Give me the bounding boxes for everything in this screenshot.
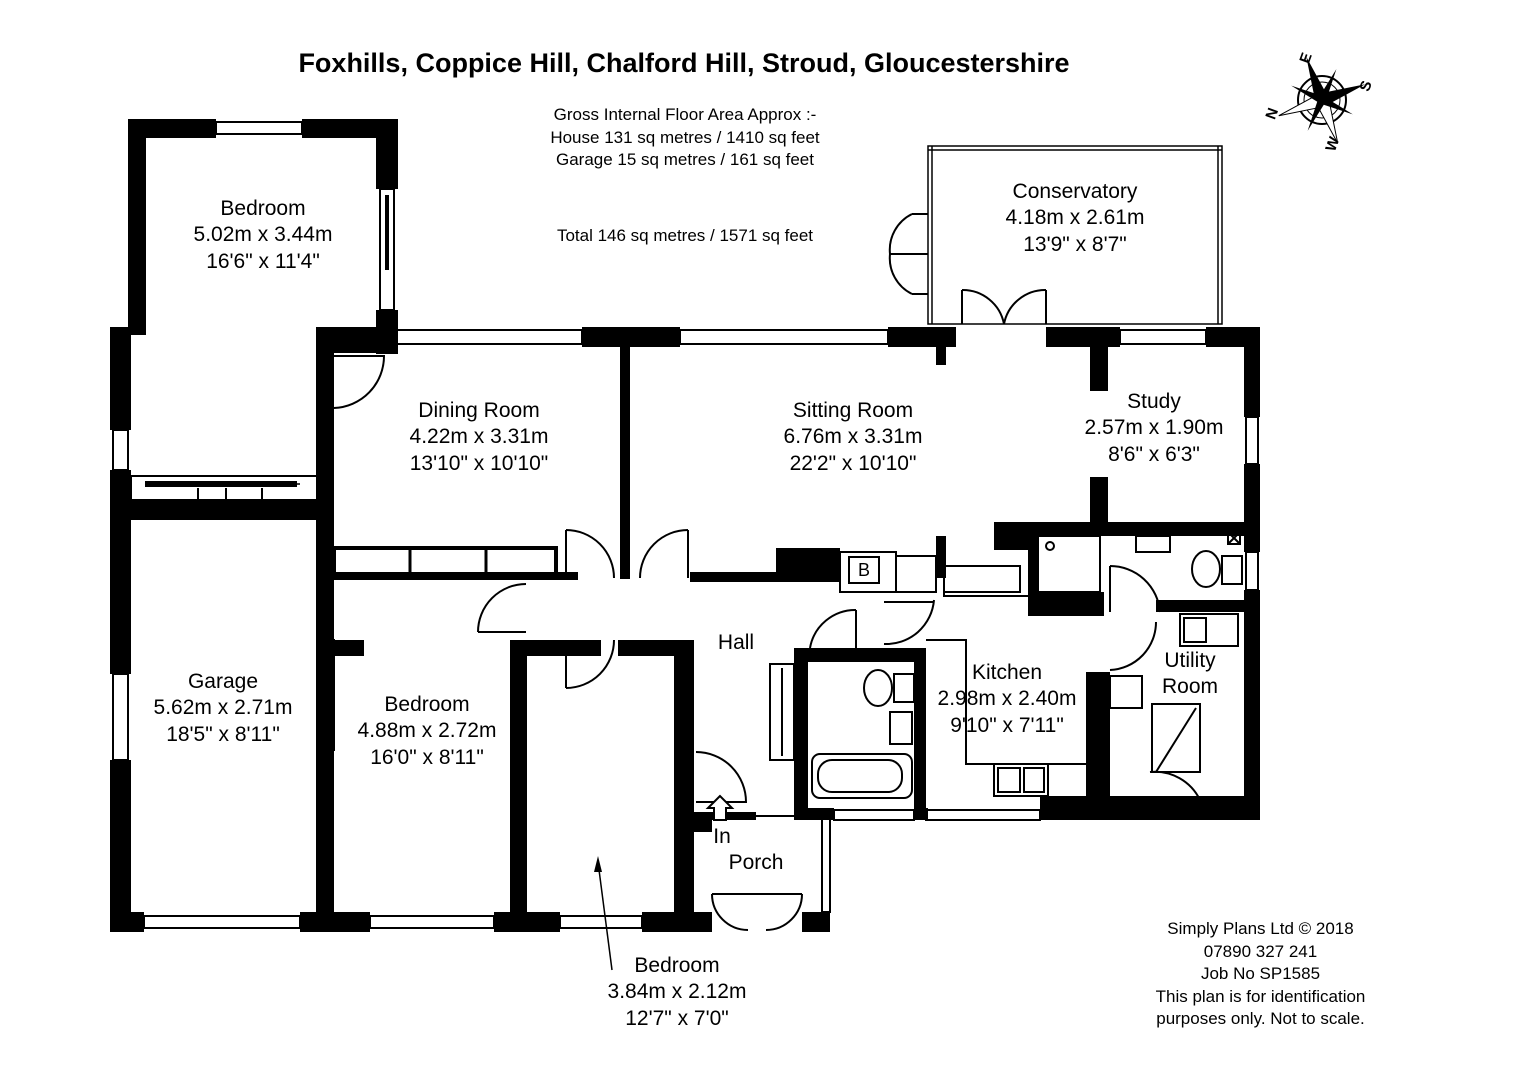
room-label-dining-room: Dining Room 4.22m x 3.31m 13'10" x 10'10… [409, 399, 549, 475]
compass-w: W [1322, 134, 1343, 154]
credits-phone: 07890 327 241 [1203, 941, 1318, 961]
credits-block: Simply Plans Ltd © 2018 07890 327 241 Jo… [1128, 918, 1393, 1031]
room-label-bedroom-s: Bedroom 3.84m x 2.12m 12'7" x 7'0" [607, 954, 747, 1030]
compass-rose [1278, 56, 1366, 144]
credits-company: Simply Plans Ltd © 2018 [1167, 919, 1354, 938]
room-label-bedroom-nw: Bedroom 5.02m x 3.44m 16'6" x 11'4" [193, 197, 333, 273]
credits-note-1: This plan is for identification [1155, 986, 1366, 1006]
room-label-bedroom-sw: Bedroom 4.88m x 2.72m 16'0" x 8'11" [357, 693, 497, 769]
room-label-study: Study 2.57m x 1.90m 8'6" x 6'3" [1084, 390, 1224, 466]
credits-job: Job No SP1585 [1200, 964, 1321, 984]
compass-s: S [1356, 78, 1375, 93]
room-label-porch: Porch [728, 851, 784, 874]
floor-area-block: Gross Internal Floor Area Approx :- Hous… [520, 104, 850, 172]
credits-note-2: purposes only. Not to scale. [1156, 1009, 1365, 1029]
entry-label: In [713, 825, 731, 848]
room-label-utility-room: Utility Room [1161, 649, 1219, 699]
boiler-label: B [848, 556, 880, 584]
room-label-hall: Hall [717, 631, 755, 654]
floor-area-total: Total 146 sq metres / 1571 sq feet [556, 226, 814, 245]
room-label-garage: Garage 5.62m x 2.71m 18'5" x 8'11" [153, 670, 293, 746]
thin-lines [112, 121, 1259, 971]
room-label-sitting-room: Sitting Room 6.76m x 3.31m 22'2" x 10'10… [783, 399, 923, 475]
room-label-kitchen: Kitchen 2.98m x 2.40m 9'10" x 7'11" [937, 661, 1077, 737]
compass-n: N [1262, 106, 1282, 122]
room-label-conservatory: Conservatory 4.18m x 2.61m 13'9" x 8'7" [1005, 180, 1145, 256]
floor-area-heading: Gross Internal Floor Area Approx :- [553, 105, 817, 124]
walls [110, 119, 1260, 932]
floor-area-garage: Garage 15 sq metres / 161 sq feet [556, 150, 814, 170]
plan-title: Foxhills, Coppice Hill, Chalford Hill, S… [298, 48, 1070, 78]
floor-area-house: House 131 sq metres / 1410 sq feet [550, 127, 820, 147]
